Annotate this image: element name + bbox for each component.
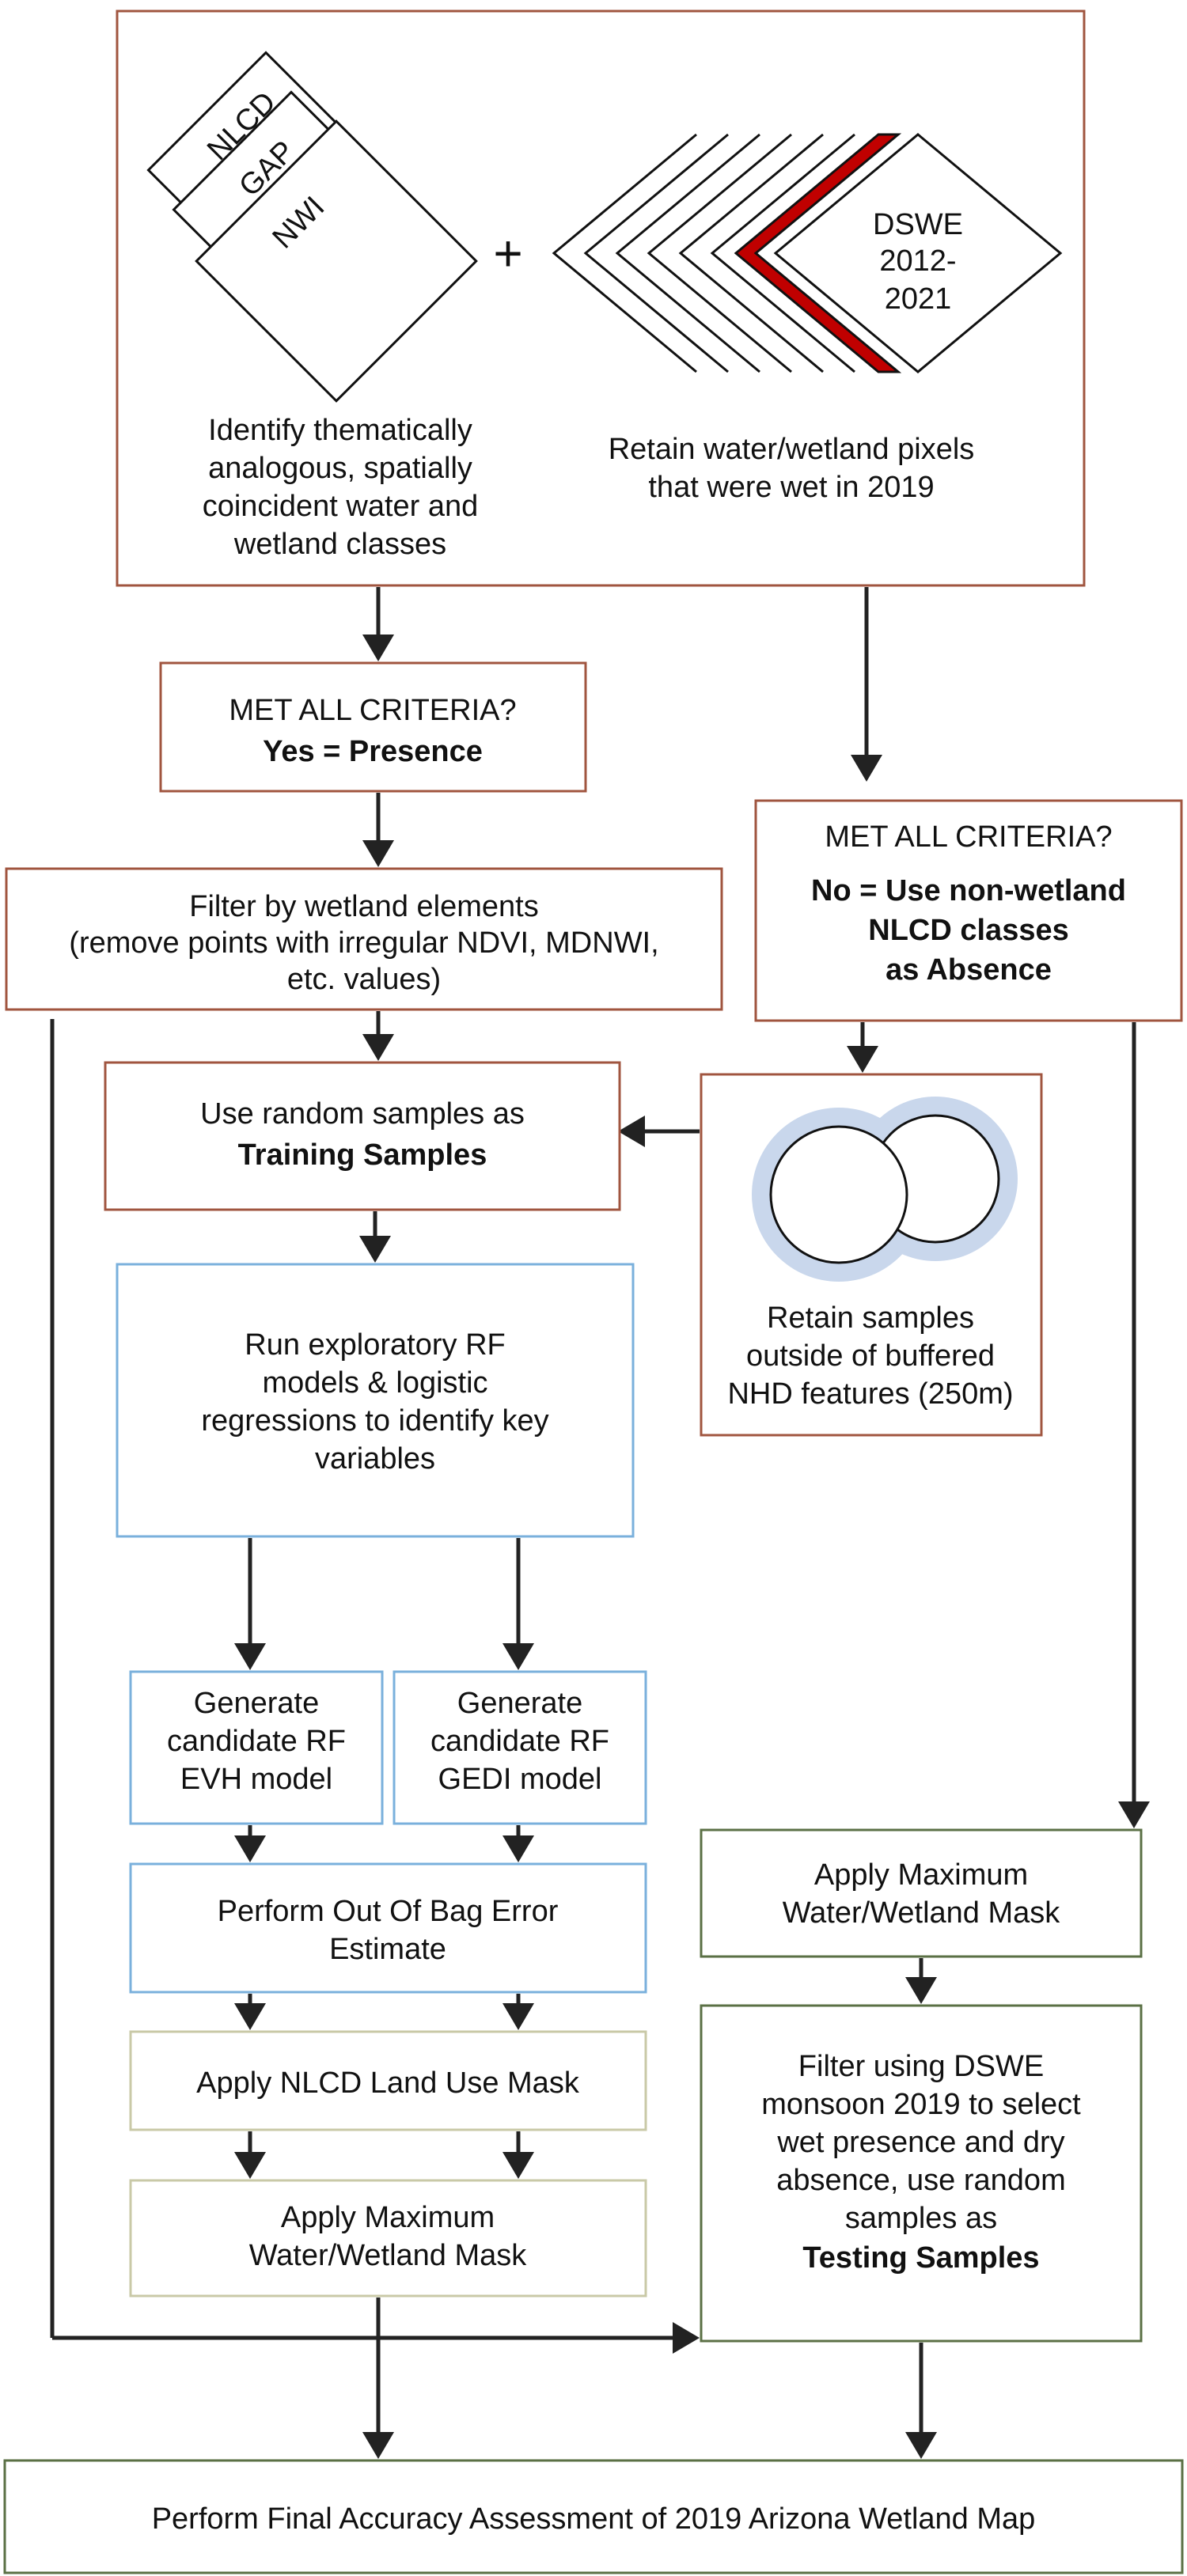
- max-mask-left-line-2: Water/Wetland Mask: [249, 2239, 528, 2272]
- arrow-head: [905, 1977, 937, 2004]
- arrow-head: [234, 1643, 266, 1670]
- evh-line-3: EVH model: [180, 1763, 332, 1796]
- dswe-layer-chevron: [583, 133, 729, 373]
- filter-wetland-box: [5, 867, 723, 1011]
- oob-line-2: Estimate: [329, 1933, 446, 1966]
- max-mask-left-line-1: Apply Maximum: [281, 2201, 495, 2234]
- svg-text:coincident water and: coincident water and: [203, 490, 479, 523]
- dswe-year-end: 2021: [885, 282, 952, 316]
- testing-line-4: absence, use random: [776, 2164, 1065, 2197]
- absence-box: [754, 799, 1183, 1022]
- filter-line-3: etc. values): [287, 963, 441, 996]
- filter-line-1: Filter by wetland elements: [189, 890, 538, 923]
- dswe-layer-chevron: [552, 133, 697, 373]
- identify-text: Identify thematically analogous, spatial…: [203, 414, 479, 561]
- arrow-head: [362, 840, 394, 867]
- filter-line-2: (remove points with irregular NDVI, MDNW…: [69, 926, 658, 960]
- arrow-head: [362, 1034, 394, 1061]
- gedi-line-2: candidate RF: [430, 1725, 609, 1758]
- svg-text:analogous, spatially: analogous, spatially: [208, 452, 472, 485]
- buffer-line-1: Retain samples: [767, 1301, 974, 1335]
- arrow-head: [847, 1046, 878, 1073]
- arrow-head: [502, 2003, 534, 2030]
- dswe-card: DSWE 2012- 2021: [773, 133, 1063, 373]
- arrow-head: [234, 1835, 266, 1862]
- nlcd-mask-label: Apply NLCD Land Use Mask: [196, 2066, 580, 2100]
- dswe-layer-chevron: [647, 133, 792, 373]
- gedi-line-1: Generate: [457, 1687, 582, 1720]
- buffer-line-3: NHD features (250m): [727, 1377, 1013, 1411]
- gedi-line-3: GEDI model: [438, 1763, 602, 1796]
- dswe-layer-chevron: [678, 133, 824, 373]
- arrow-head: [905, 2432, 937, 2459]
- evh-line-2: candidate RF: [167, 1725, 346, 1758]
- evh-model-box: [129, 1670, 384, 1825]
- connectors: [50, 587, 1150, 2459]
- dswe-layer-chevron: [615, 133, 760, 373]
- dswe-label: DSWE: [873, 208, 963, 241]
- explore-line-4: variables: [315, 1442, 435, 1476]
- arrow-head: [618, 1116, 645, 1147]
- plus-sign: +: [493, 225, 522, 282]
- svg-text:wetland classes: wetland classes: [233, 528, 446, 561]
- final-assessment-box: [3, 2459, 1184, 2574]
- arrow-head: [851, 755, 882, 782]
- testing-line-bold: Testing Samples: [802, 2241, 1039, 2275]
- svg-text:that were wet in 2019: that were wet in 2019: [648, 471, 934, 504]
- exploratory-models-box: [116, 1263, 635, 1538]
- testing-line-2: monsoon 2019 to select: [761, 2088, 1081, 2121]
- svg-text:Identify thematically: Identify thematically: [208, 414, 472, 447]
- training-line-2: Training Samples: [238, 1138, 487, 1172]
- presence-result-label: Yes = Presence: [263, 735, 483, 768]
- oob-line-1: Perform Out Of Bag Error: [218, 1895, 559, 1928]
- training-samples-box: [104, 1061, 621, 1211]
- max-mask-right-box: [700, 1828, 1143, 1958]
- absence-criteria-label: MET ALL CRITERIA?: [825, 820, 1112, 854]
- final-assessment-label: Perform Final Accuracy Assessment of 201…: [152, 2502, 1036, 2536]
- arrow-head: [234, 2003, 266, 2030]
- max-mask-right-line-1: Apply Maximum: [814, 1858, 1028, 1892]
- nwi-card: NWI: [195, 119, 478, 403]
- retain-text: Retain water/wetland pixels that were we…: [609, 433, 975, 504]
- explore-line-1: Run exploratory RF: [245, 1328, 505, 1362]
- max-mask-right-line-2: Water/Wetland Mask: [783, 1896, 1061, 1930]
- testing-line-5: samples as: [845, 2202, 997, 2235]
- arrow-head: [359, 1236, 391, 1263]
- testing-samples-box: [700, 2004, 1143, 2343]
- explore-line-2: models & logistic: [262, 1366, 487, 1400]
- max-mask-left-box: [129, 2179, 647, 2298]
- absence-result-line1: No = Use non-wetland: [811, 874, 1126, 907]
- training-line-1: Use random samples as: [200, 1097, 525, 1131]
- nlcd-mask-box: [129, 2030, 647, 2131]
- arrow-head: [1118, 1801, 1150, 1828]
- presence-criteria-label: MET ALL CRITERIA?: [229, 694, 516, 727]
- arrow-head: [502, 1835, 534, 1862]
- arrow-head: [362, 635, 394, 661]
- absence-result-line3: as Absence: [886, 953, 1052, 987]
- explore-line-3: regressions to identify key: [201, 1404, 548, 1438]
- svg-text:Retain water/wetland pixels: Retain water/wetland pixels: [609, 433, 975, 466]
- arrow-head: [673, 2322, 700, 2354]
- presence-box: [159, 661, 587, 793]
- oob-error-box: [129, 1862, 647, 1994]
- dswe-stack: [552, 133, 902, 373]
- dswe-layer-chevron: [710, 133, 855, 373]
- testing-line-3: wet presence and dry: [776, 2126, 1064, 2159]
- buffer-line-2: outside of buffered: [746, 1339, 995, 1373]
- gedi-model-box: [393, 1670, 647, 1825]
- evh-line-1: Generate: [194, 1687, 319, 1720]
- testing-line-1: Filter using DSWE: [798, 2050, 1044, 2083]
- dswe-2019-highlight: [734, 133, 902, 373]
- absence-result-line2: NLCD classes: [868, 914, 1068, 947]
- arrow-head: [362, 2432, 394, 2459]
- arrow-head: [502, 2152, 534, 2179]
- arrow-head: [502, 1643, 534, 1670]
- dswe-year-start: 2012-: [879, 244, 956, 278]
- buffer-circles-icon: [752, 1097, 1018, 1282]
- arrow-head: [234, 2152, 266, 2179]
